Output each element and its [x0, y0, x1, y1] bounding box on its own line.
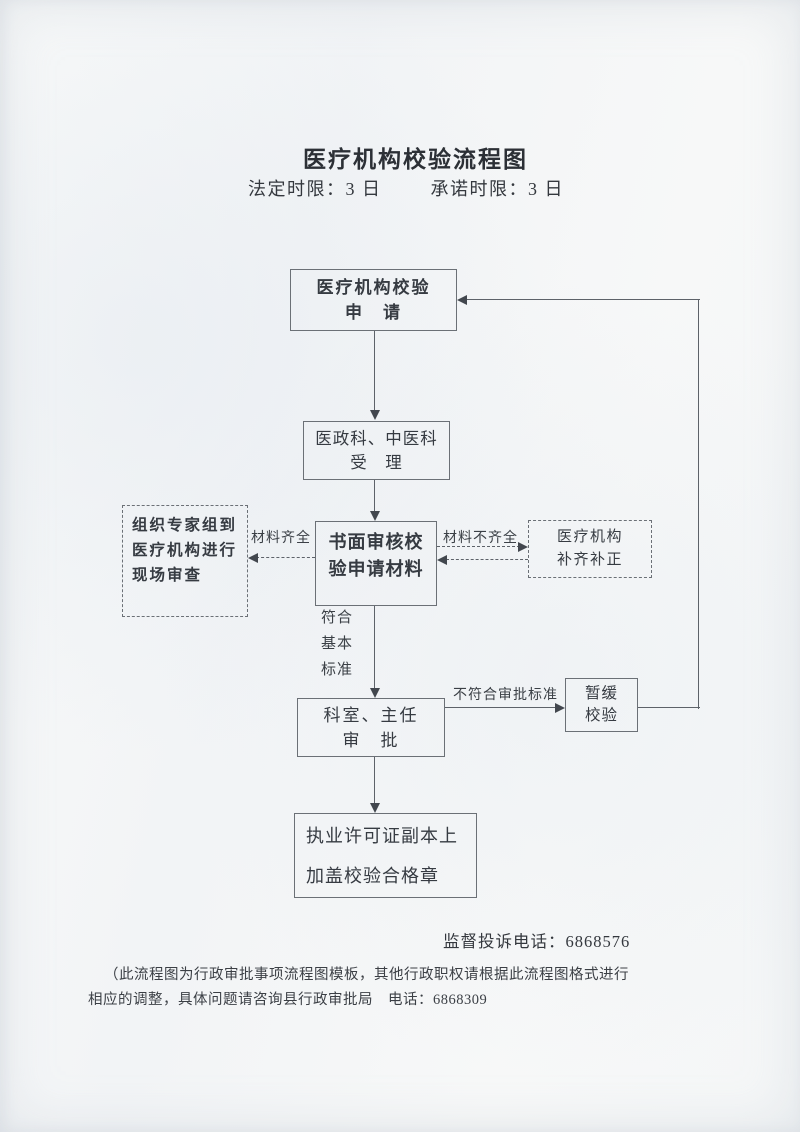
- node-review-line1: 书面审核校: [328, 532, 424, 552]
- legal-time-limit: 法定时限：3 日: [248, 179, 382, 199]
- arrowhead-review-supplement: [518, 542, 528, 552]
- connector-review-approve: [374, 606, 375, 689]
- connector-review-expert: [256, 557, 315, 558]
- page-title: 医疗机构校验流程图: [303, 147, 528, 172]
- node-expert-review-line3: 现场审查: [132, 567, 203, 584]
- connector-suspend-feedback-vertical: [698, 299, 699, 709]
- connector-suspend-feedback-bottom: [638, 707, 700, 708]
- label-meets-line3: 标准: [321, 662, 354, 678]
- promised-time-limit: 承诺时限：3 日: [430, 179, 564, 199]
- connector-approve-seal: [374, 757, 375, 804]
- node-approve: 科室、主任 审 批: [297, 698, 445, 757]
- node-expert-review-line1: 组织专家组到: [132, 517, 238, 534]
- node-apply: 医疗机构校验 申 请: [290, 269, 457, 331]
- connector-supplement-review: [446, 559, 528, 560]
- label-meets-line1: 符合: [321, 610, 354, 626]
- arrowhead-approve-seal: [370, 803, 380, 813]
- arrowhead-review-expert: [248, 553, 258, 563]
- node-suspend: 暂缓 校验: [565, 678, 638, 732]
- node-seal-line1: 执业许可证副本上: [306, 825, 458, 846]
- connector-accept-review: [374, 480, 375, 513]
- label-materials-incomplete: 材料不齐全: [443, 531, 518, 546]
- node-supplement-line2: 补齐补正: [556, 552, 623, 568]
- time-limits-row: 法定时限：3 日 承诺时限：3 日: [248, 175, 564, 201]
- arrowhead-feedback-apply: [457, 295, 467, 305]
- node-accept: 医政科、中医科 受 理: [303, 421, 450, 480]
- supervision-hotline: 监督投诉电话：6868576: [443, 932, 631, 951]
- label-materials-complete: 材料齐全: [251, 531, 311, 546]
- node-approve-line1: 科室、主任: [323, 705, 419, 725]
- node-review: 书面审核校 验申请材料: [315, 521, 437, 606]
- footer-note-line2: 相应的调整，具体问题请咨询县行政审批局 电话：6868309: [88, 992, 488, 1008]
- connector-approve-suspend: [445, 707, 557, 708]
- connector-apply-accept: [374, 331, 375, 411]
- footer-note-line1: （此流程图为行政审批事项流程图模板，其他行政职权请根据此流程图格式进行: [104, 967, 629, 983]
- connector-suspend-feedback-top: [466, 299, 700, 300]
- node-expert-review-line2: 医疗机构进行: [132, 542, 238, 559]
- label-not-meets-standard: 不符合审批标准: [453, 688, 558, 703]
- arrowhead-review-approve: [370, 688, 380, 698]
- arrowhead-supplement-review: [437, 555, 447, 565]
- node-seal: 执业许可证副本上 加盖校验合格章: [294, 813, 477, 898]
- arrowhead-accept-review: [370, 511, 380, 521]
- node-suspend-line2: 校验: [584, 707, 618, 724]
- arrowhead-approve-suspend: [555, 703, 565, 713]
- node-apply-line2: 申 请: [345, 303, 402, 322]
- node-accept-line1: 医政科、中医科: [315, 428, 438, 448]
- node-review-line2: 验申请材料: [328, 559, 424, 579]
- node-expert-review: 组织专家组到 医疗机构进行 现场审查: [122, 505, 248, 617]
- node-approve-line2: 审 批: [342, 730, 400, 750]
- node-suspend-line1: 暂缓: [584, 685, 618, 702]
- arrowhead-apply-accept: [370, 410, 380, 420]
- node-seal-line2: 加盖校验合格章: [306, 865, 439, 886]
- node-supplement: 医疗机构 补齐补正: [528, 520, 652, 578]
- connector-review-supplement: [437, 546, 520, 547]
- node-accept-line2: 受 理: [350, 452, 403, 472]
- node-apply-line1: 医疗机构校验: [316, 278, 431, 297]
- label-meets-line2: 基本: [321, 636, 354, 652]
- node-supplement-line1: 医疗机构: [556, 529, 623, 545]
- label-meets-basic-standard: 符合 基本 标准: [321, 606, 353, 679]
